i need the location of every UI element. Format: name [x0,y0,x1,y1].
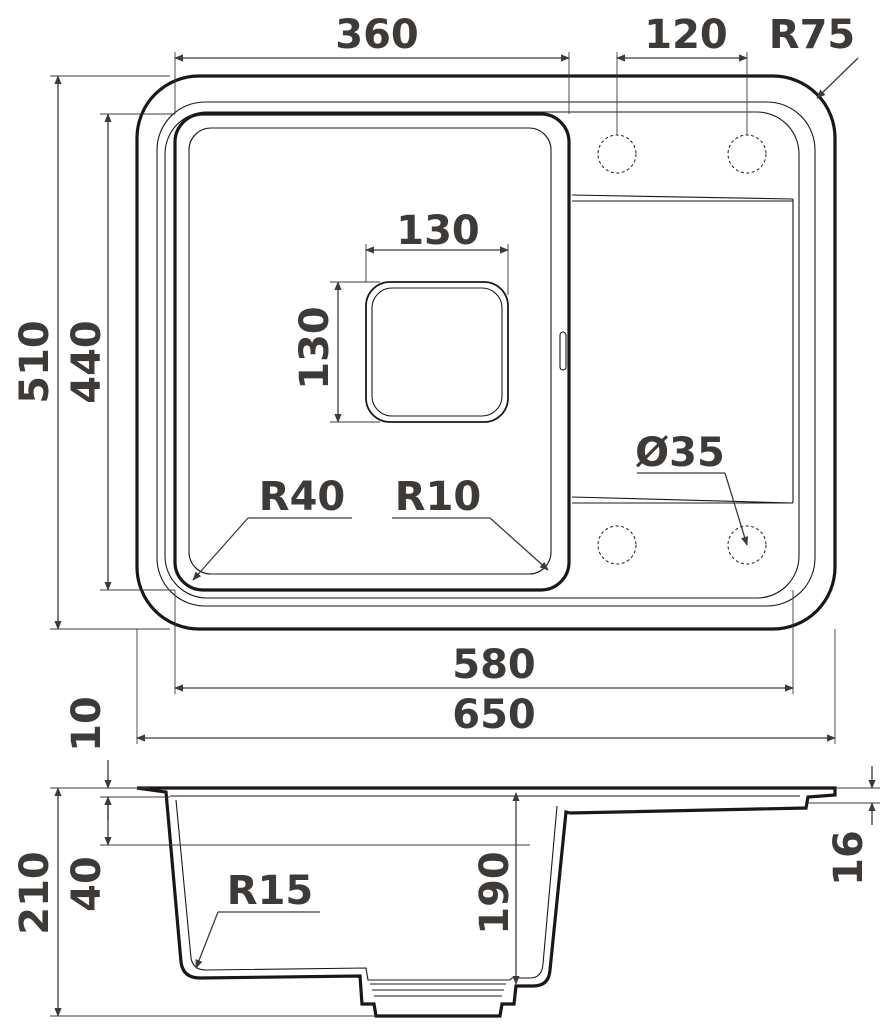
dim-label-580: 580 [452,642,536,688]
dim-label-10: 10 [64,696,110,752]
dim-label-360: 360 [335,12,419,58]
dim-label-40: 40 [64,856,110,912]
side-rim [137,786,837,815]
tap-hole-bottom-right [727,525,767,565]
tap-hole-top-right [727,134,767,174]
dim-label-r15: R15 [227,868,313,914]
top-view-dimensions: 360 120 R75 510 440 130 130 Ø35 [12,12,859,744]
dim-label-120: 120 [644,12,728,58]
bowl-inner-line [188,127,552,575]
tap-hole-top-left [597,134,637,174]
dim-label-210: 210 [12,851,58,935]
dim-label-drain-height: 130 [292,306,338,390]
side-bowl-outline [136,786,571,1018]
side-drain-plug [370,983,506,997]
dim-label-650: 650 [452,692,536,738]
dim-label-510: 510 [12,320,58,404]
dim-label-r75: R75 [769,12,855,58]
side-view [136,786,837,1018]
drainer-upper-edge [571,194,794,202]
leader-r75 [816,57,859,99]
drain-outer [365,281,509,423]
dim-label-190: 190 [472,851,518,935]
top-view [135,74,837,631]
overflow-slot [559,331,567,371]
side-view-dimensions: 10 210 40 190 R15 16 [12,696,880,1017]
drain-inner [371,287,503,417]
sink-rim-inner-line-2 [164,111,800,599]
sink-rim-inner-line [156,101,816,607]
drainer-lower-edge [571,496,794,504]
dim-label-hole-diameter: Ø35 [635,430,725,476]
bowl-outline [173,112,571,592]
dim-label-r10: R10 [395,474,481,520]
dim-label-r40: R40 [259,474,345,520]
dim-label-drain-width: 130 [396,208,480,254]
side-bowl-inner [175,799,558,981]
sink-outer-outline [135,74,837,631]
tap-hole-bottom-left [597,525,637,565]
dim-label-16: 16 [826,830,872,886]
dim-label-440: 440 [64,320,110,404]
